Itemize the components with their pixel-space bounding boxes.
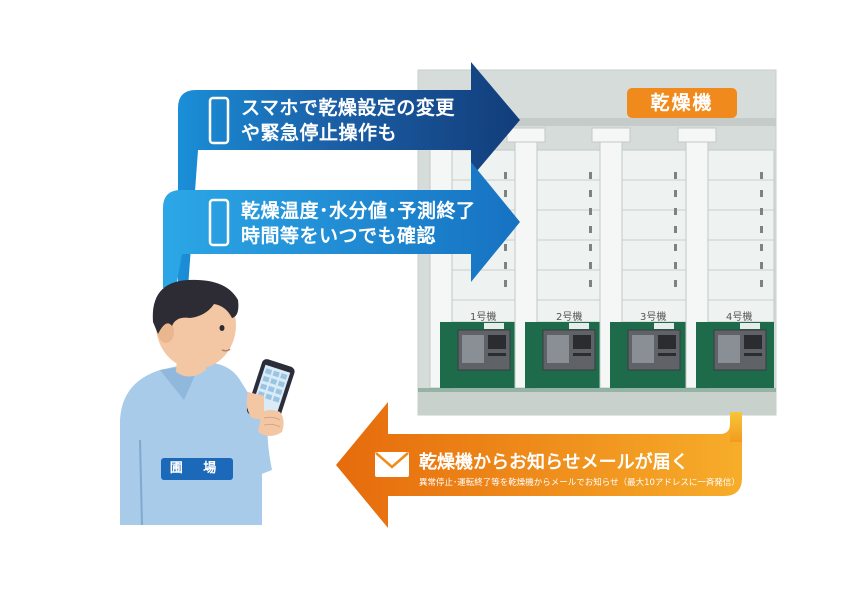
arrow-middle-line1: 乾燥温度･水分値･予測終了 bbox=[241, 200, 476, 222]
arrow-bottom-sub: 異常停止･運転終了等を乾燥機からメールでお知らせ（最大10アドレスに一斉発信） bbox=[419, 478, 740, 488]
unit-label-2: 2号機 bbox=[556, 312, 583, 323]
field-label: 圃 場 bbox=[161, 458, 233, 480]
arrow-top-line1: スマホで乾燥設定の変更 bbox=[241, 97, 455, 119]
arrow-top-line2: や緊急停止操作も bbox=[241, 122, 398, 144]
person-illustration bbox=[120, 279, 295, 526]
unit-label-1: 1号機 bbox=[470, 312, 497, 323]
smartphone-icon bbox=[208, 198, 230, 247]
unit-label-3: 3号機 bbox=[640, 312, 667, 323]
unit-label-4: 4号機 bbox=[726, 312, 753, 323]
mail-icon bbox=[375, 452, 409, 477]
arrow-bottom bbox=[336, 402, 742, 528]
arrow-middle-line2: 時間等をいつでも確認 bbox=[241, 225, 437, 247]
arrow-top bbox=[178, 62, 520, 288]
dryer-unit bbox=[421, 127, 519, 389]
dryer-unit bbox=[677, 127, 775, 389]
dryer-unit bbox=[591, 127, 689, 389]
arrow-bottom-main: 乾燥機からお知らせメールが届く bbox=[419, 452, 689, 473]
arrow-middle bbox=[163, 162, 520, 288]
dryer-title: 乾燥機 bbox=[627, 88, 737, 118]
dryer-unit bbox=[506, 127, 604, 389]
smartphone-icon bbox=[208, 96, 230, 145]
